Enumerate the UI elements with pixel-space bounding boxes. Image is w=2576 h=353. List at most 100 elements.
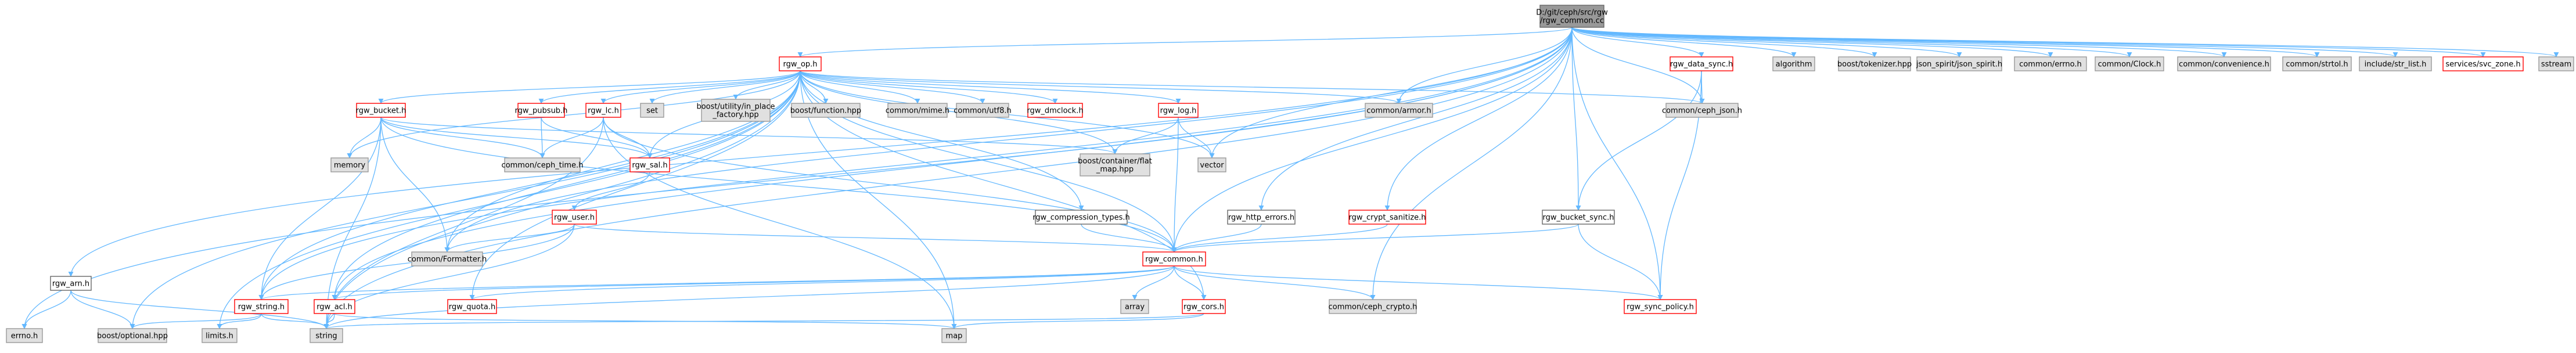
node-rgw_string_h[interactable]: rgw_string.h [234,299,289,314]
node-memory[interactable]: memory [330,157,369,172]
node-box-map[interactable] [941,328,967,343]
node-box-rgw_log_h[interactable] [1158,103,1199,118]
node-box-rgw_cors_h[interactable] [1182,299,1226,314]
node-box-sstream[interactable] [2538,56,2574,71]
node-rgw_lc_h[interactable]: rgw_lc.h [585,103,621,118]
node-box-common_utf8[interactable] [956,103,1009,118]
node-array[interactable]: array [1120,299,1149,314]
node-box-algorithm[interactable] [1772,56,1815,71]
node-box-vector[interactable] [1197,157,1226,172]
node-services_svc_zone[interactable]: services/svc_zone.h [2442,56,2524,71]
node-box-rgw_acl_h[interactable] [314,299,355,314]
node-box-rgw_common_h[interactable] [1142,251,1206,266]
node-root[interactable]: D:/git/ceph/src/rgw/rgw_common.cc [1536,5,1608,28]
node-box-common_armor[interactable] [1365,103,1433,118]
node-box-errno_h[interactable] [6,328,43,343]
node-box-rgw_lc_h[interactable] [585,103,621,118]
node-box-rgw_arn_h[interactable] [50,276,92,291]
node-rgw_user_h[interactable]: rgw_user.h [552,210,597,225]
node-box-boost_flat_map[interactable] [1080,153,1150,176]
node-box-common_ceph_json[interactable] [1665,103,1739,118]
node-box-rgw_bucket_sync_h[interactable] [1542,210,1615,225]
node-box-boost_tokenizer[interactable] [1838,56,1911,71]
node-json_spirit[interactable]: json_spirit/json_spirit.h [1916,56,2002,71]
node-box-memory[interactable] [330,157,369,172]
node-common_armor[interactable]: common/armor.h [1365,103,1433,118]
node-errno_h[interactable]: errno.h [6,328,43,343]
node-box-rgw_data_sync_h[interactable] [1670,56,1733,71]
node-rgw_common_h[interactable]: rgw_common.h [1142,251,1206,266]
node-common_clock[interactable]: common/Clock.h [2095,56,2164,71]
node-box-rgw_crypt_sanitize[interactable] [1348,210,1426,225]
node-boost_flat_map[interactable]: boost/container/flat_map.hpp [1078,153,1152,176]
node-include_str_list[interactable]: include/str_list.h [2359,56,2432,71]
node-box-boost_optional[interactable] [98,328,167,343]
node-rgw_sync_policy[interactable]: rgw_sync_policy.h [1624,299,1697,314]
node-box-string[interactable] [310,328,343,343]
node-box-common_formatter[interactable] [411,251,483,266]
node-box-rgw_quota_h[interactable] [447,299,497,314]
node-box-rgw_http_errors[interactable] [1227,210,1296,225]
node-box-set[interactable] [640,103,664,118]
node-rgw_dmclock_h[interactable]: rgw_dmclock.h [1027,103,1084,118]
node-rgw_op_h[interactable]: rgw_op.h [779,56,822,71]
node-boost_tokenizer[interactable]: boost/tokenizer.hpp [1837,56,1912,71]
node-rgw_bucket_h[interactable]: rgw_bucket.h [356,103,406,118]
node-common_mime[interactable]: common/mime.h [886,103,949,118]
node-boost_optional[interactable]: boost/optional.hpp [97,328,168,343]
node-common_errno[interactable]: common/errno.h [2014,56,2087,71]
node-box-rgw_compression_types[interactable] [1035,210,1128,225]
node-rgw_bucket_sync_h[interactable]: rgw_bucket_sync.h [1542,210,1615,225]
node-common_utf8[interactable]: common/utf8.h [954,103,1012,118]
node-box-boost_inplace[interactable] [701,99,771,122]
node-rgw_arn_h[interactable]: rgw_arn.h [50,276,92,291]
node-box-array[interactable] [1120,299,1149,314]
node-common_formatter[interactable]: common/Formatter.h [408,251,487,266]
node-rgw_crypt_sanitize[interactable]: rgw_crypt_sanitize.h [1348,210,1426,225]
node-vector[interactable]: vector [1197,157,1226,172]
node-set[interactable]: set [640,103,664,118]
node-box-rgw_dmclock_h[interactable] [1027,103,1083,118]
node-common_convenience[interactable]: common/convenience.h [2177,56,2271,71]
node-box-common_ceph_crypto[interactable] [1329,299,1417,314]
node-common_ceph_time[interactable]: common/ceph_time.h [502,157,584,172]
node-boost_inplace[interactable]: boost/utility/in_place_factory.hpp [696,99,775,122]
node-box-common_ceph_time[interactable] [504,157,581,172]
node-box-rgw_bucket_h[interactable] [356,103,406,118]
node-box-services_svc_zone[interactable] [2442,56,2524,71]
node-box-rgw_sync_policy[interactable] [1624,299,1697,314]
node-box-rgw_op_h[interactable] [779,56,822,71]
node-algorithm[interactable]: algorithm [1772,56,1815,71]
node-box-root[interactable] [1539,5,1604,28]
node-limits_h[interactable]: limits.h [202,328,238,343]
node-box-rgw_string_h[interactable] [234,299,289,314]
node-rgw_http_errors[interactable]: rgw_http_errors.h [1227,210,1296,225]
node-rgw_quota_h[interactable]: rgw_quota.h [447,299,497,314]
node-rgw_sal_h[interactable]: rgw_sal.h [629,157,670,172]
node-rgw_pubsub_h[interactable]: rgw_pubsub.h [515,103,568,118]
node-box-common_errno[interactable] [2014,56,2087,71]
node-box-rgw_sal_h[interactable] [629,157,670,172]
node-rgw_data_sync_h[interactable]: rgw_data_sync.h [1670,56,1733,71]
node-box-include_str_list[interactable] [2359,56,2432,71]
node-common_ceph_json[interactable]: common/ceph_json.h [1662,103,1742,118]
node-box-boost_function[interactable] [791,103,861,118]
node-box-common_mime[interactable] [887,103,948,118]
node-box-rgw_user_h[interactable] [552,210,597,225]
node-sstream[interactable]: sstream [2538,56,2574,71]
node-box-rgw_pubsub_h[interactable] [517,103,565,118]
node-common_ceph_crypto[interactable]: common/ceph_crypto.h [1329,299,1417,314]
node-boost_function[interactable]: boost/function.hpp [790,103,861,118]
node-box-common_clock[interactable] [2095,56,2164,71]
node-string[interactable]: string [310,328,343,343]
node-rgw_compression_types[interactable]: rgw_compression_types.h [1032,210,1130,225]
node-rgw_cors_h[interactable]: rgw_cors.h [1182,299,1226,314]
node-box-limits_h[interactable] [202,328,238,343]
node-common_strtol[interactable]: common/strtol.h [2282,56,2352,71]
node-box-common_strtol[interactable] [2282,56,2352,71]
node-rgw_log_h[interactable]: rgw_log.h [1158,103,1199,118]
node-rgw_acl_h[interactable]: rgw_acl.h [314,299,355,314]
node-map[interactable]: map [941,328,967,343]
node-box-json_spirit[interactable] [1916,56,2002,71]
node-box-common_convenience[interactable] [2177,56,2271,71]
